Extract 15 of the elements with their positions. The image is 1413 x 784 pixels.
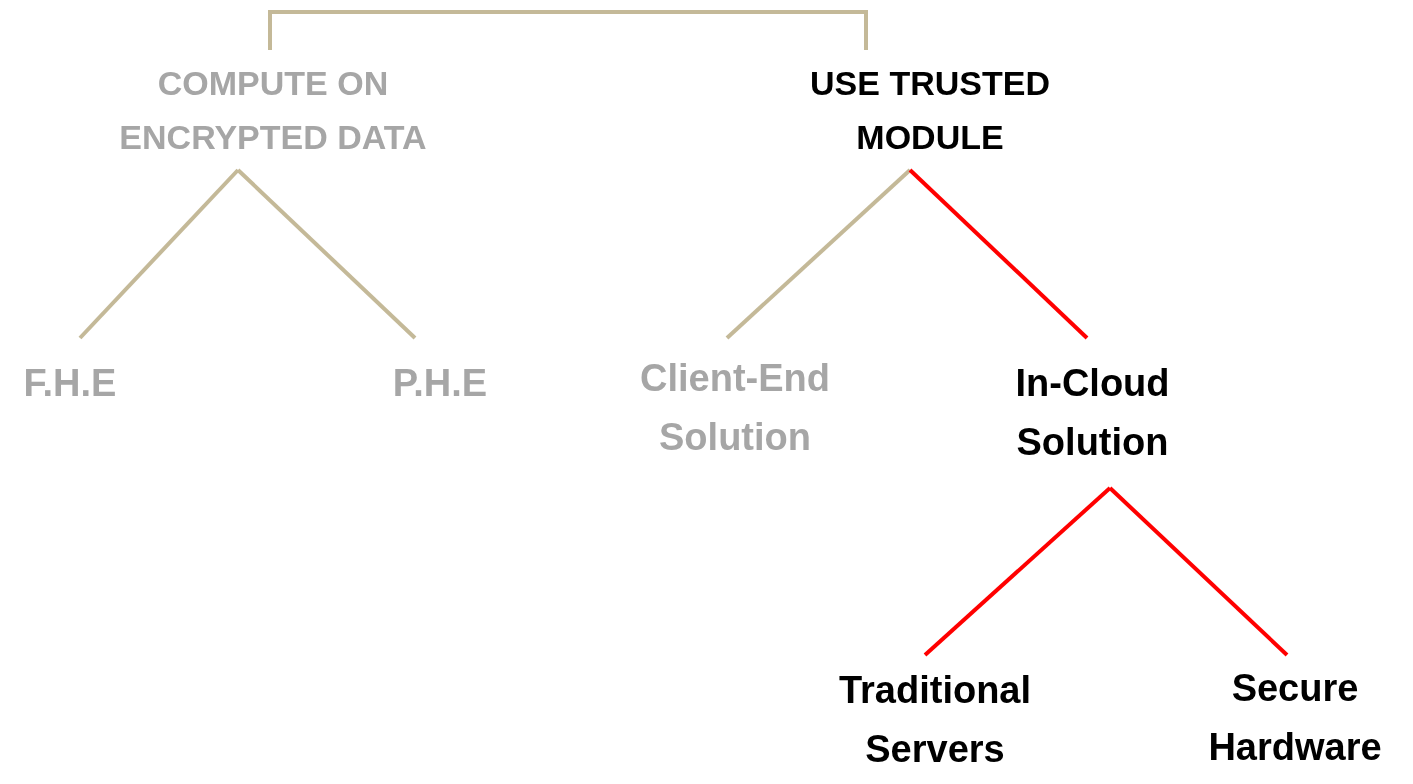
connector-line: [908, 168, 1089, 340]
node-label: Secure Hardware: [1207, 665, 1383, 770]
node-label: USE TRUSTED MODULE: [809, 62, 1051, 158]
node-label: F.H.E: [23, 360, 117, 406]
node-label: COMPUTE ON ENCRYPTED DATA: [118, 62, 428, 158]
node-label: Traditional Servers: [837, 667, 1033, 772]
connector-line: [236, 168, 417, 340]
connector-line: [725, 168, 912, 340]
connector-line: [1108, 486, 1289, 657]
connector-line: [268, 10, 868, 50]
node-label: Client-End Solution: [639, 356, 831, 460]
node-label: In-Cloud Solution: [1014, 361, 1171, 465]
node-label: P.H.E: [392, 360, 488, 406]
connector-line: [923, 486, 1112, 657]
connector-line: [78, 168, 240, 340]
